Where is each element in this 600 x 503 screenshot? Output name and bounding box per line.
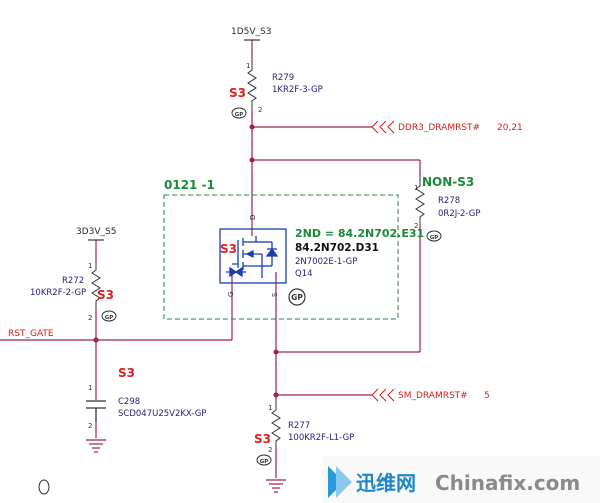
gp-mark-r272: GP <box>101 310 117 322</box>
r279-pin-2: 2 <box>258 106 262 114</box>
r278-value: 0R2J-2-GP <box>438 209 481 219</box>
ddr3-net-label: DDR3_DRAMRST# <box>398 123 480 133</box>
c298-ref: C298 <box>118 397 140 407</box>
r272-value: 10KR2F-2-GP <box>30 288 86 298</box>
r272-s3-tag: S3 <box>97 288 114 302</box>
r272-pin-2: 2 <box>88 314 92 322</box>
gp-mark-corner <box>38 479 50 495</box>
junctions <box>93 124 279 398</box>
r278-ref: R278 <box>438 196 460 206</box>
gp-mark-r277: GP <box>256 454 272 466</box>
r279-pin-1: 1 <box>246 62 250 70</box>
resistor-r278[interactable] <box>415 176 425 226</box>
c298-pin-2: 2 <box>88 422 92 430</box>
sm-net-label: SM_DRAMRST# <box>398 391 468 401</box>
q14-pin-s: S <box>271 292 279 297</box>
mosfet-q14[interactable] <box>219 228 287 284</box>
q14-pin-g: G <box>227 292 235 297</box>
q14-value: 2N7002E-1-GP <box>295 257 357 267</box>
q14-s3-tag: S3 <box>220 242 237 256</box>
q14-pin-d: D <box>249 215 257 220</box>
svg-text:GP: GP <box>235 112 244 118</box>
net-label-1d5v: 1D5V_S3 <box>231 27 271 37</box>
r277-s3-tag: S3 <box>254 432 271 446</box>
non-s3-label: NON-S3 <box>422 175 474 189</box>
svg-text:GP: GP <box>105 315 114 321</box>
r278-pin-1: 1 <box>414 184 418 192</box>
sm-net-ref: 5 <box>484 391 490 401</box>
r278-pin-2: 2 <box>414 222 418 230</box>
gp-mark-r278: GP <box>426 230 442 242</box>
chinafix-logo-icon <box>328 466 352 498</box>
group-label: 0121 -1 <box>164 178 215 192</box>
r272-ref: R272 <box>62 276 84 286</box>
wires <box>0 40 421 478</box>
r279-value: 1KR2F-3-GP <box>272 85 323 95</box>
power-rail-3d3v: 3D3V_S5 <box>76 227 116 241</box>
ddr3-net-ref: 20,21 <box>497 123 523 133</box>
c298-s3-tag: S3 <box>118 366 135 380</box>
watermark-en: Chinafix.com <box>435 471 580 495</box>
svg-text:GP: GP <box>430 235 439 241</box>
r277-ref: R277 <box>288 421 310 431</box>
resistor-r272[interactable] <box>91 262 101 308</box>
c298-value: SCD047U25V2KX-GP <box>118 409 206 419</box>
sm-net-arrow <box>371 388 395 402</box>
q14-ref: Q14 <box>295 269 313 279</box>
power-rail-1d5v: 1D5V_S3 <box>231 27 271 41</box>
svg-text:GP: GP <box>260 459 269 465</box>
q14-part-number: 84.2N702.D31 <box>295 242 379 254</box>
r272-pin-1: 1 <box>88 262 92 270</box>
capacitor-c298[interactable] <box>86 400 106 422</box>
gp-mark-r279: GP <box>231 107 247 119</box>
ground-r277 <box>266 479 286 493</box>
r277-value: 100KR2F-L1-GP <box>288 433 354 443</box>
q14-second-source: 2ND = 84.2N702.E31 <box>295 227 424 240</box>
r279-s3-tag: S3 <box>229 86 246 100</box>
resistor-r279[interactable] <box>247 62 257 110</box>
gp-badge-q14: GP <box>288 288 306 306</box>
r279-ref: R279 <box>272 73 294 83</box>
r277-pin-1: 1 <box>268 404 272 412</box>
ddr3-net-arrow <box>371 120 395 134</box>
rst-gate-label: RST_GATE <box>8 329 54 339</box>
watermark-cn: 迅维网 <box>356 471 416 495</box>
ground-c298 <box>86 439 106 453</box>
r277-pin-2: 2 <box>268 446 272 454</box>
watermark-logo: 迅维网 Chinafix.com <box>322 456 600 503</box>
resistor-r277[interactable] <box>271 402 281 445</box>
gp-badge-text: GP <box>291 293 303 302</box>
group-box <box>163 194 399 320</box>
c298-pin-1: 1 <box>88 384 92 392</box>
net-label-3d3v: 3D3V_S5 <box>76 227 116 237</box>
